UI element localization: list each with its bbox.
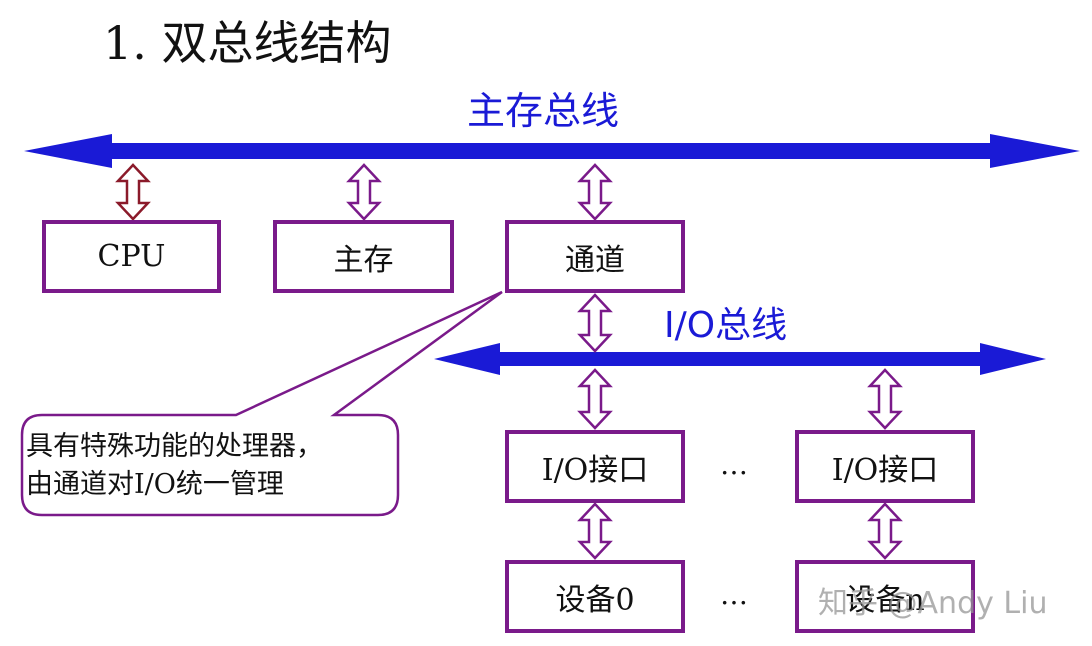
callout-line-1: 具有特殊功能的处理器，: [26, 431, 323, 462]
connector-interface-2-device-n: [867, 502, 903, 560]
connector-memory-main-bus: [346, 163, 382, 221]
memory-box: 主存: [273, 220, 454, 293]
main-bus-arrow: [24, 134, 1080, 168]
connector-io-bus-interface-1: [577, 368, 613, 430]
io-interface-box-2: I/O接口: [795, 430, 975, 503]
connector-channel-io-bus: [577, 293, 613, 353]
device-n-box: 设备n: [795, 560, 975, 633]
ellipsis-interfaces: …: [720, 448, 748, 481]
main-bus-label: 主存总线: [467, 89, 620, 133]
io-bus-arrow: [434, 343, 1046, 375]
connector-channel-main-bus: [577, 163, 613, 221]
watermark: 知乎 @Andy Liu: [818, 586, 1048, 621]
cpu-box: CPU: [42, 220, 221, 293]
callout-bubble: [20, 290, 503, 517]
io-bus-label: I/O总线: [664, 305, 788, 346]
connector-interface-1-device-0: [577, 502, 613, 560]
callout-text: 具有特殊功能的处理器， 由通道对I/O统一管理: [26, 428, 323, 504]
io-interface-box-1: I/O接口: [505, 430, 685, 503]
page-title: 1. 双总线结构: [103, 16, 392, 70]
connector-io-bus-interface-2: [867, 368, 903, 430]
ellipsis-devices: …: [720, 578, 748, 611]
callout-line-2: 由通道对I/O统一管理: [26, 469, 284, 500]
channel-box: 通道: [505, 220, 685, 293]
connector-cpu-main-bus: [115, 163, 151, 221]
device-0-box: 设备0: [505, 560, 685, 633]
